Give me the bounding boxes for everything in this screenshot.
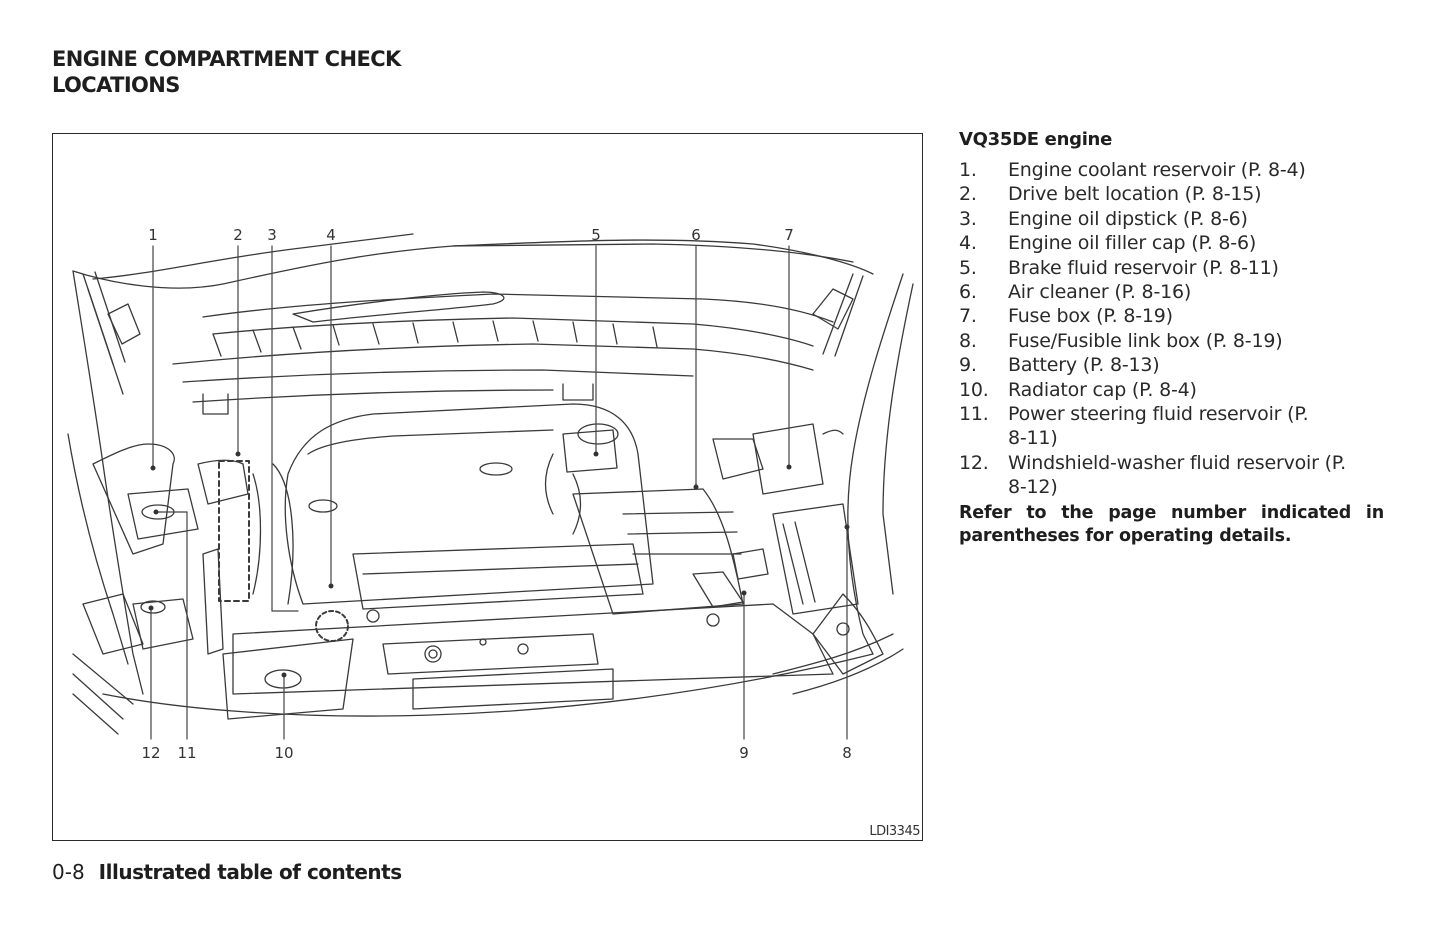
page-title: ENGINE COMPARTMENT CHECK LOCATIONS bbox=[52, 46, 401, 98]
legend-item-number: 3. bbox=[959, 207, 977, 230]
figure-code: LDI3345 bbox=[869, 824, 920, 839]
page-title-line-1: ENGINE COMPARTMENT CHECK bbox=[52, 47, 401, 71]
legend-item-number: 1. bbox=[959, 159, 977, 181]
right-fender bbox=[772, 273, 914, 695]
engine-heading: VQ35DE engine bbox=[959, 129, 1112, 150]
callout-9: 9 bbox=[739, 744, 749, 762]
legend-item-number: 7. bbox=[959, 305, 977, 328]
legend-item-number: 5. bbox=[959, 256, 977, 279]
legend-item-text: Brake fluid reservoir (P. 8-11) bbox=[1008, 256, 1279, 279]
callout-8: 8 bbox=[842, 744, 852, 762]
legend-item-text: Air cleaner (P. 8-16) bbox=[1008, 281, 1192, 304]
air-cleaner-box bbox=[572, 438, 764, 615]
chapter-title: Illustrated table of contents bbox=[98, 860, 402, 884]
page-number: 0-8 bbox=[52, 860, 85, 884]
callout-1: 1 bbox=[148, 226, 158, 244]
engine-compartment-figure: 1 2 3 4 5 6 7 12 11 10 9 8 LDI3345 bbox=[52, 133, 923, 841]
drive-belt-highlight bbox=[218, 460, 250, 602]
legend-item: 5. Brake fluid reservoir (P. 8-11) bbox=[959, 256, 1384, 280]
legend-item-number: 8. bbox=[959, 329, 977, 352]
legend-item-text: Engine coolant reservoir (P. 8-4) bbox=[1008, 159, 1306, 181]
callout-6: 6 bbox=[691, 226, 701, 244]
radiator-support bbox=[102, 603, 874, 720]
legend-item-number: 12. bbox=[959, 451, 989, 474]
engine-cover bbox=[284, 403, 654, 610]
legend-item-number: 10. bbox=[959, 378, 989, 401]
callout-3: 3 bbox=[267, 226, 277, 244]
brake-fluid-reservoir bbox=[544, 423, 619, 535]
legend-item-text: Fuse box (P. 8-19) bbox=[1008, 305, 1173, 328]
legend-item-number: 2. bbox=[959, 183, 977, 206]
left-components bbox=[127, 459, 294, 655]
legend-item: 7. Fuse box (P. 8-19) bbox=[959, 304, 1384, 328]
legend-item-text: Radiator cap (P. 8-4) bbox=[1008, 378, 1197, 401]
legend-item: 8. Fuse/Fusible link box (P. 8-19) bbox=[959, 329, 1384, 353]
legend-item: 10. Radiator cap (P. 8-4) bbox=[959, 378, 1384, 402]
legend-item: 12. Windshield-washer fluid reservoir (P.… bbox=[959, 451, 1384, 500]
legend-item-text: Battery (P. 8-13) bbox=[1008, 354, 1160, 377]
legend-panel: VQ35DE engine 1. Engine coolant reservoir… bbox=[959, 128, 1384, 566]
legend-item-text: Power steering fluid reservoir (P. 8-11) bbox=[1008, 403, 1309, 450]
leader-lines bbox=[150, 245, 848, 740]
legend-item: 9. Battery (P. 8-13) bbox=[959, 353, 1384, 377]
fuse-box-area bbox=[692, 423, 859, 615]
engine-illustration bbox=[67, 233, 914, 740]
hood-cowl-lines bbox=[72, 233, 874, 415]
legend-item-text: Engine oil dipstick (P. 8-6) bbox=[1008, 207, 1248, 230]
legend-item-number: 9. bbox=[959, 354, 977, 377]
legend-item: 1. Engine coolant reservoir (P. 8-4) bbox=[959, 158, 1384, 182]
callout-12: 12 bbox=[141, 744, 161, 762]
legend-item: 2. Drive belt location (P. 8-15) bbox=[959, 182, 1384, 206]
legend-item: 4. Engine oil filler cap (P. 8-6) bbox=[959, 231, 1384, 255]
legend-item-text: Engine oil filler cap (P. 8-6) bbox=[1008, 232, 1257, 255]
callout-10: 10 bbox=[274, 744, 294, 762]
legend-item-number: 4. bbox=[959, 232, 977, 255]
legend-item-text: Windshield-washer fluid reservoir (P. 8-… bbox=[1008, 451, 1346, 499]
legend-item: 6. Air cleaner (P. 8-16) bbox=[959, 280, 1384, 304]
callout-7: 7 bbox=[784, 226, 794, 244]
legend-item: 3. Engine oil dipstick (P. 8-6) bbox=[959, 207, 1384, 231]
page-title-line-2: LOCATIONS bbox=[52, 73, 180, 97]
legend-item: 11. Power steering fluid reservoir (P. 8-… bbox=[959, 402, 1384, 451]
oil-filler-highlight bbox=[315, 610, 349, 642]
legend-item-text: Fuse/Fusible link box (P. 8-19) bbox=[1008, 329, 1283, 352]
legend-item-number: 6. bbox=[959, 281, 977, 304]
callout-11: 11 bbox=[177, 744, 197, 762]
page-footer: 0-8 Illustrated table of contents bbox=[52, 858, 402, 886]
legend-list: 1. Engine coolant reservoir (P. 8-4) 2. Dr… bbox=[959, 158, 1384, 500]
left-fender bbox=[67, 270, 175, 735]
callout-4: 4 bbox=[326, 226, 336, 244]
legend-item-number: 11. bbox=[959, 403, 989, 426]
callout-5: 5 bbox=[591, 226, 601, 244]
leader-dots bbox=[148, 451, 850, 678]
legend-item-text: Drive belt location (P. 8-15) bbox=[1008, 183, 1262, 206]
reference-note: Refer to the page number indicated in pa… bbox=[959, 502, 1384, 547]
callout-2: 2 bbox=[233, 226, 243, 244]
